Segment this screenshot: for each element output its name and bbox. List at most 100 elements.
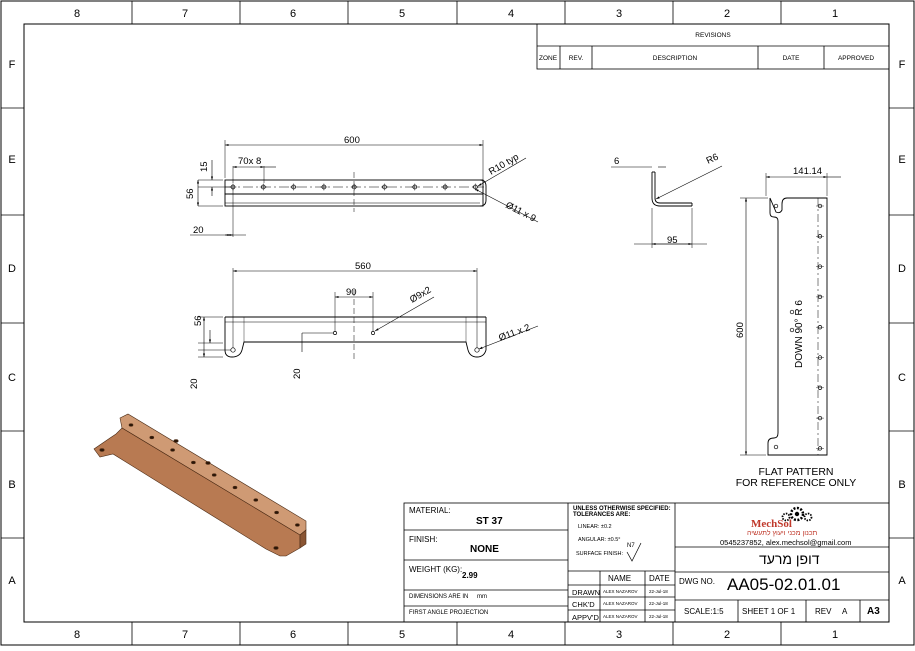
col-label-top: 5: [399, 8, 405, 20]
dim-hole-11x2: Ø11 x 2: [497, 322, 531, 343]
rev-col-zone: ZONE: [539, 55, 558, 62]
dim-leg-95: 95: [667, 235, 678, 246]
flat-pattern: [740, 173, 841, 456]
col-label-bottom: 7: [182, 629, 188, 641]
hole: [149, 435, 155, 440]
dim-hole-9x2: Ø9x2: [408, 285, 433, 306]
tolerance-linear: LINEAR: ±0.2: [578, 524, 612, 530]
approved-date: 22-Jul-18: [649, 614, 668, 619]
tolerance-angular: ANGULAR: ±0.5°: [578, 537, 621, 543]
dim-flange-6: 6: [614, 156, 619, 167]
hole: [173, 439, 179, 443]
side-view-labels: 6 R6 95: [614, 152, 720, 246]
rev-col-description: DESCRIPTION: [653, 55, 698, 62]
material-value: ST 37: [476, 516, 503, 527]
flat-pattern-holes: [773, 203, 824, 451]
row-label-left: D: [8, 263, 16, 275]
checked-label: CHK'D: [572, 600, 595, 609]
hole: [295, 523, 300, 527]
hole: [211, 473, 217, 477]
row-label-left: B: [8, 479, 15, 491]
drawn-label: DRAWN: [572, 588, 601, 597]
row-label-right: F: [899, 59, 906, 71]
revisions-title: REVISIONS: [695, 32, 731, 39]
col-label-top: 1: [832, 8, 838, 20]
row-label-right: D: [898, 263, 906, 275]
front-view: [198, 268, 539, 362]
col-label-bottom: 6: [290, 629, 296, 641]
projection-note: FIRST ANGLE PROJECTION: [409, 610, 489, 616]
dim-length-560: 560: [355, 261, 371, 272]
drawn-date: 22-Jul-18: [649, 589, 668, 594]
dim-edge-15: 15: [199, 161, 210, 172]
company-logo-gear: [781, 506, 813, 522]
col-label-bottom: 2: [724, 629, 730, 641]
row-label-left: A: [8, 575, 16, 587]
flat-note-line2: FOR REFERENCE ONLY: [736, 477, 857, 489]
dim-spacing-90: 90: [346, 287, 357, 298]
surface-symbol: [626, 542, 642, 562]
top-view: [190, 140, 539, 237]
row-label-right: C: [898, 372, 906, 384]
hole: [789, 327, 795, 333]
dim-holes-11x9: Ø11 x 9: [504, 200, 538, 225]
col-label-top: 4: [508, 8, 514, 20]
dim-offset-20: 20: [193, 225, 204, 236]
rev-value: A: [842, 607, 848, 616]
hole: [274, 510, 279, 515]
checked-name: ALEX NAZAROV: [603, 601, 638, 606]
part-name: דופן מרעד: [759, 551, 820, 567]
weight-value: 2.99: [462, 571, 478, 580]
dim-flat-width: 141.14: [793, 166, 822, 177]
hole: [170, 448, 175, 452]
col-label-bottom: 3: [616, 629, 622, 641]
zone-labels: 8 7 6 5 4 3 2 1 8 7 6 5 4 3 2 1 F E D C …: [8, 8, 906, 641]
dims-unit: mm: [477, 594, 487, 600]
front-view-labels: 560 90 56 20 20 Ø9x2 Ø11 x 2: [189, 261, 532, 389]
sheet-count: SHEET 1 OF 1: [742, 607, 796, 616]
col-label-top: 2: [724, 8, 730, 20]
row-label-left: C: [8, 372, 16, 384]
surface-finish-label: SURFACE FINISH:: [576, 551, 624, 557]
checked-date: 22-Jul-18: [649, 601, 668, 606]
material-label: MATERIAL:: [409, 506, 451, 515]
hole: [789, 309, 795, 315]
row-label-right: A: [898, 575, 906, 587]
date-header: DATE: [649, 574, 670, 583]
dwg-number: AA05-02.01.01: [727, 575, 841, 594]
col-label-top: 6: [290, 8, 296, 20]
col-label-top: 7: [182, 8, 188, 20]
row-label-left: E: [8, 154, 15, 166]
col-label-bottom: 1: [832, 629, 838, 641]
row-label-right: B: [898, 479, 905, 491]
rev-col-rev: REV.: [569, 55, 584, 62]
dwg-no-label: DWG NO.: [679, 577, 715, 586]
row-label-left: F: [9, 59, 16, 71]
finish-value: NONE: [470, 544, 499, 555]
hole: [205, 461, 211, 465]
dim-offset-20-b: 20: [292, 368, 303, 379]
flat-pattern-labels: 141.14 600 DOWN 90° R 6 FLAT PATTERN FOR…: [735, 166, 856, 489]
drawn-name: ALEX NAZAROV: [603, 589, 638, 594]
dim-width-56: 56: [193, 315, 204, 326]
sheet-size: A3: [867, 606, 880, 617]
hole: [273, 546, 279, 550]
col-label-bottom: 4: [508, 629, 514, 641]
top-view-labels: 600 70x 8 15 56 20 R10 typ Ø11 x 9: [185, 135, 538, 236]
company-name: MechSol: [751, 518, 792, 530]
company-tagline: תכנון מכני ויעוץ לתעשיה: [747, 530, 818, 537]
rev-col-date: DATE: [783, 55, 801, 62]
hole: [773, 444, 779, 450]
dim-width-56: 56: [185, 188, 196, 199]
tolerance-title-1: UNLESS OTHERWISE SPECIFIED:: [573, 506, 671, 512]
iso-edge: [299, 529, 307, 549]
col-label-top: 3: [616, 8, 622, 20]
hole: [128, 423, 134, 427]
dim-hole-spacing: 70x 8: [238, 156, 261, 167]
tolerance-title-2: TOLERANCES ARE:: [573, 512, 631, 518]
col-label-bottom: 5: [399, 629, 405, 641]
